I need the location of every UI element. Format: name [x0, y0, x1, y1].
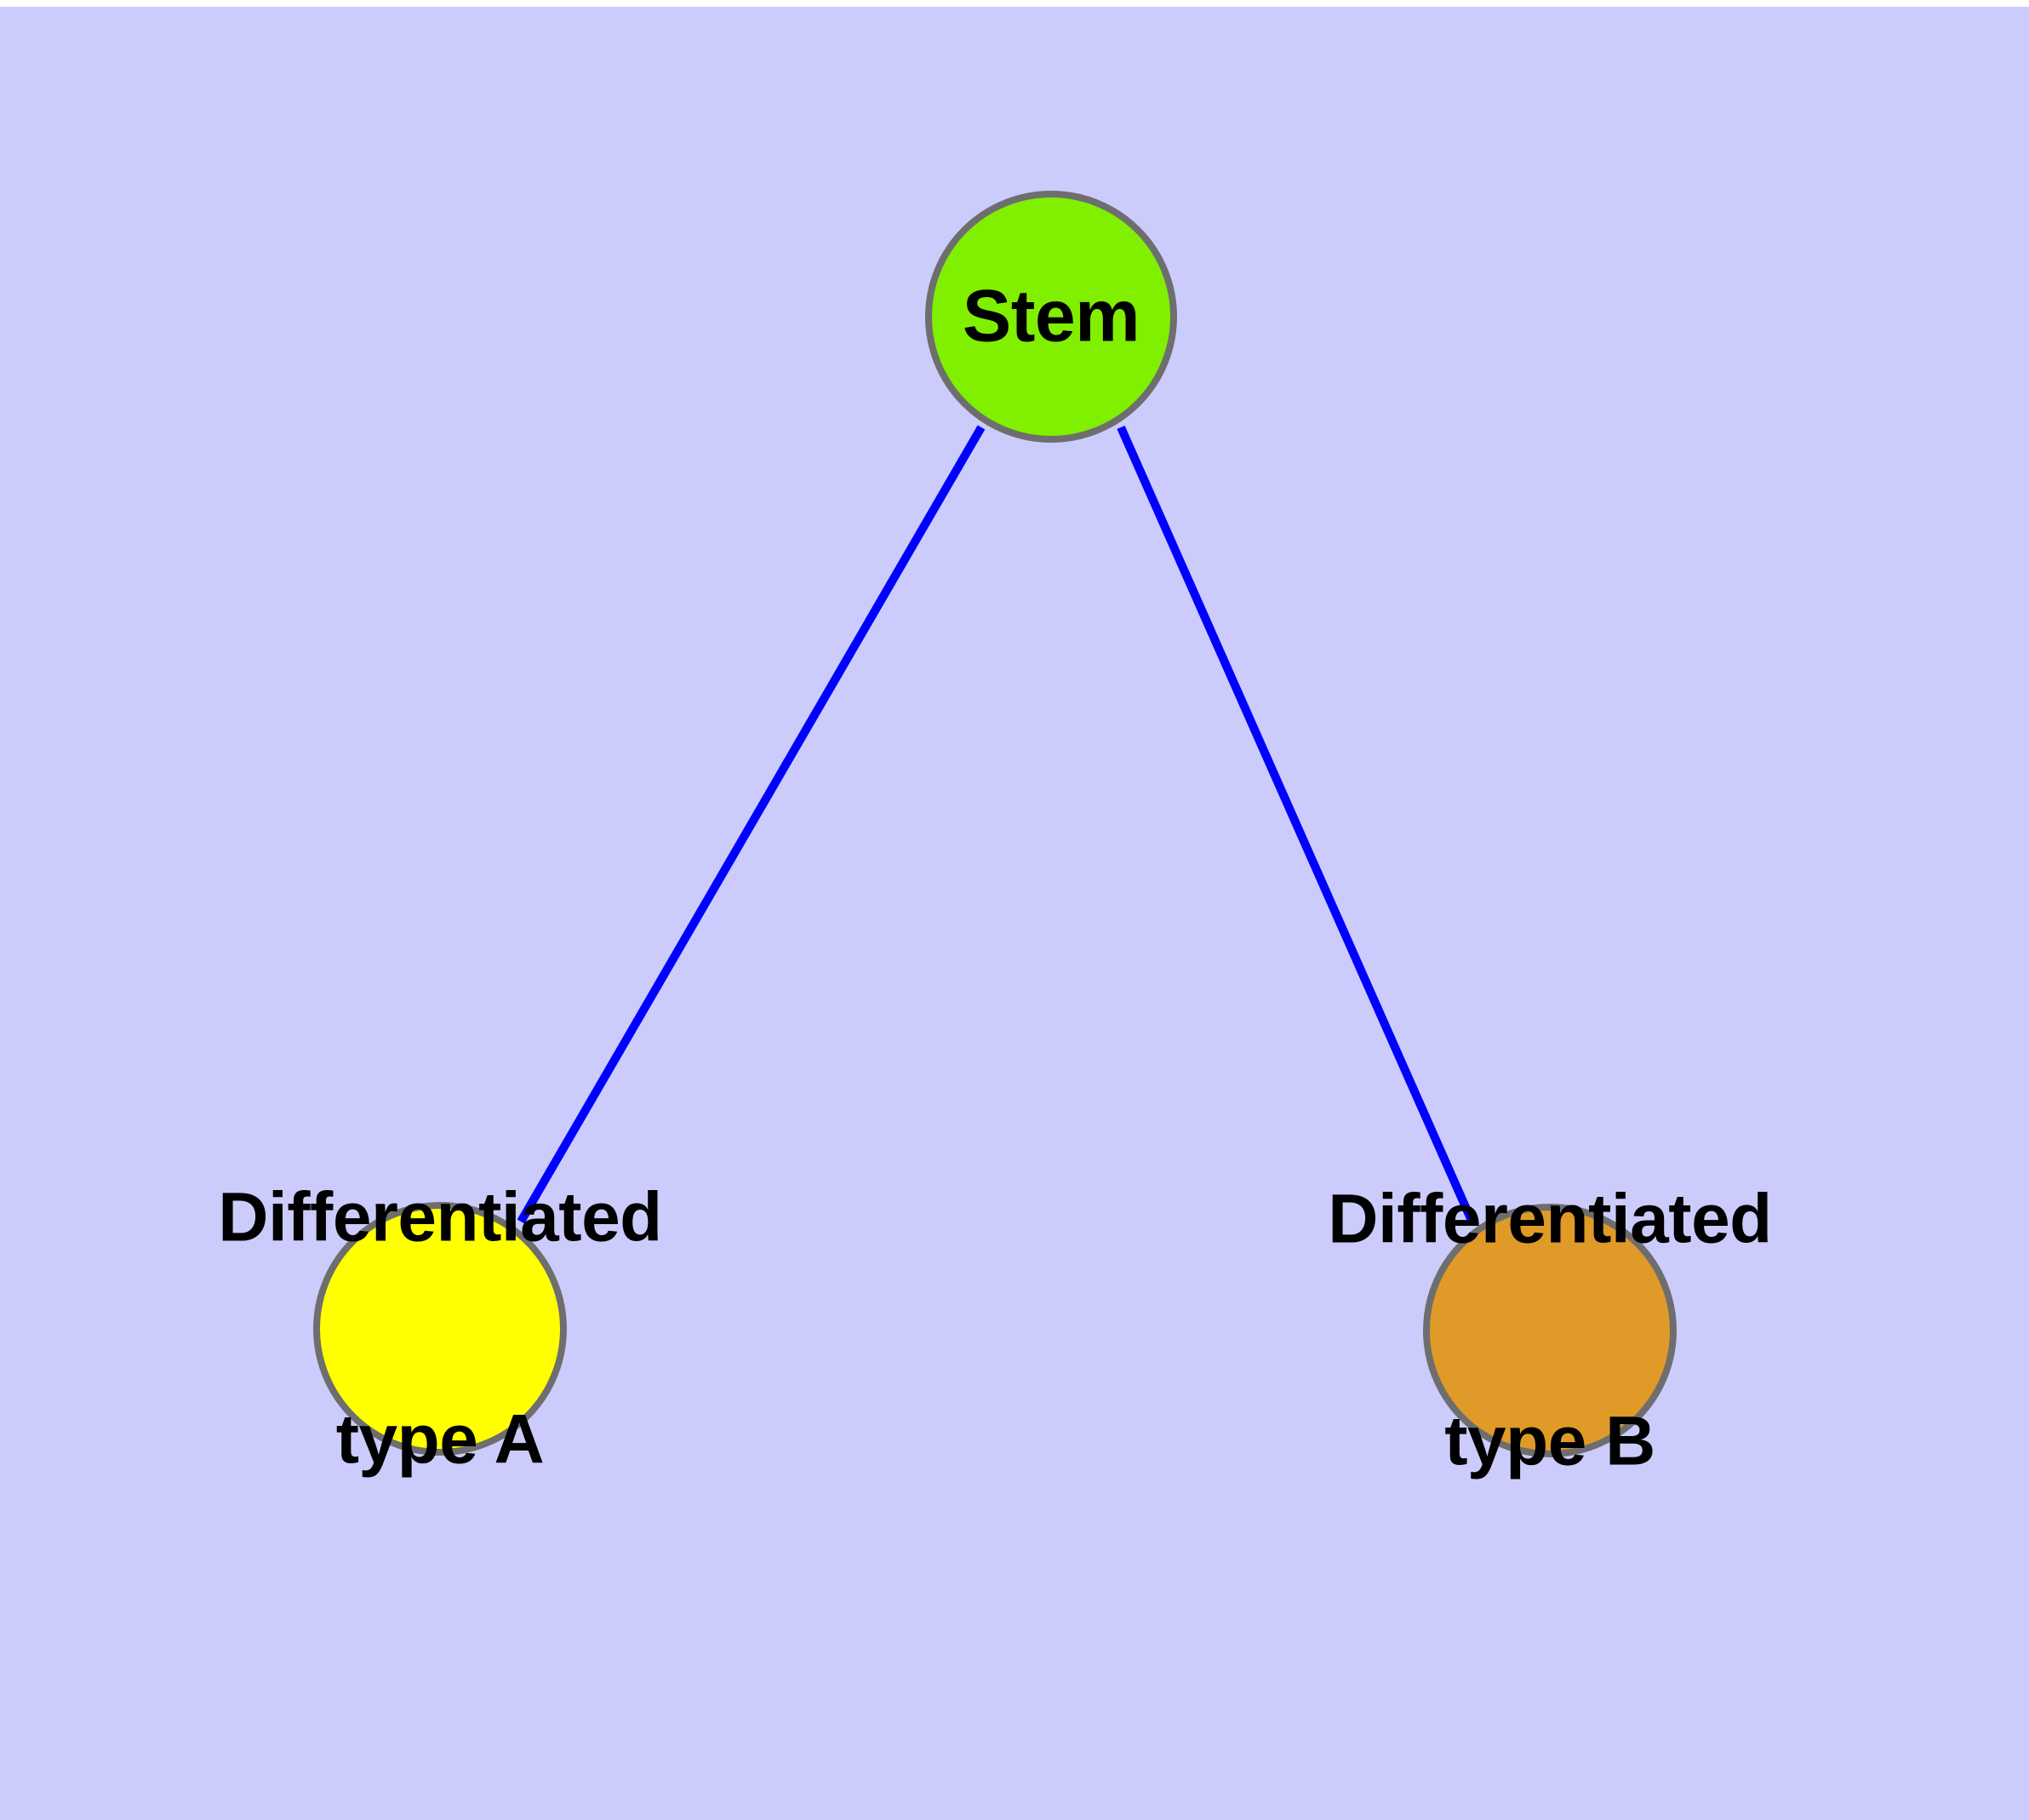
edge-stem-to-diff-a	[517, 425, 986, 1224]
graph-svg	[313, 191, 1677, 1457]
node-differentiated-type-b[interactable]	[1423, 1204, 1677, 1457]
node-stem[interactable]	[925, 191, 1177, 443]
graph-plot-area: Stem Differentiated type A Differentiate…	[0, 7, 2029, 1820]
node-differentiated-type-a[interactable]	[313, 1202, 567, 1456]
edge-layer	[517, 425, 1477, 1225]
node-layer	[313, 191, 1677, 1457]
edge-stem-to-diff-b	[1117, 425, 1477, 1225]
